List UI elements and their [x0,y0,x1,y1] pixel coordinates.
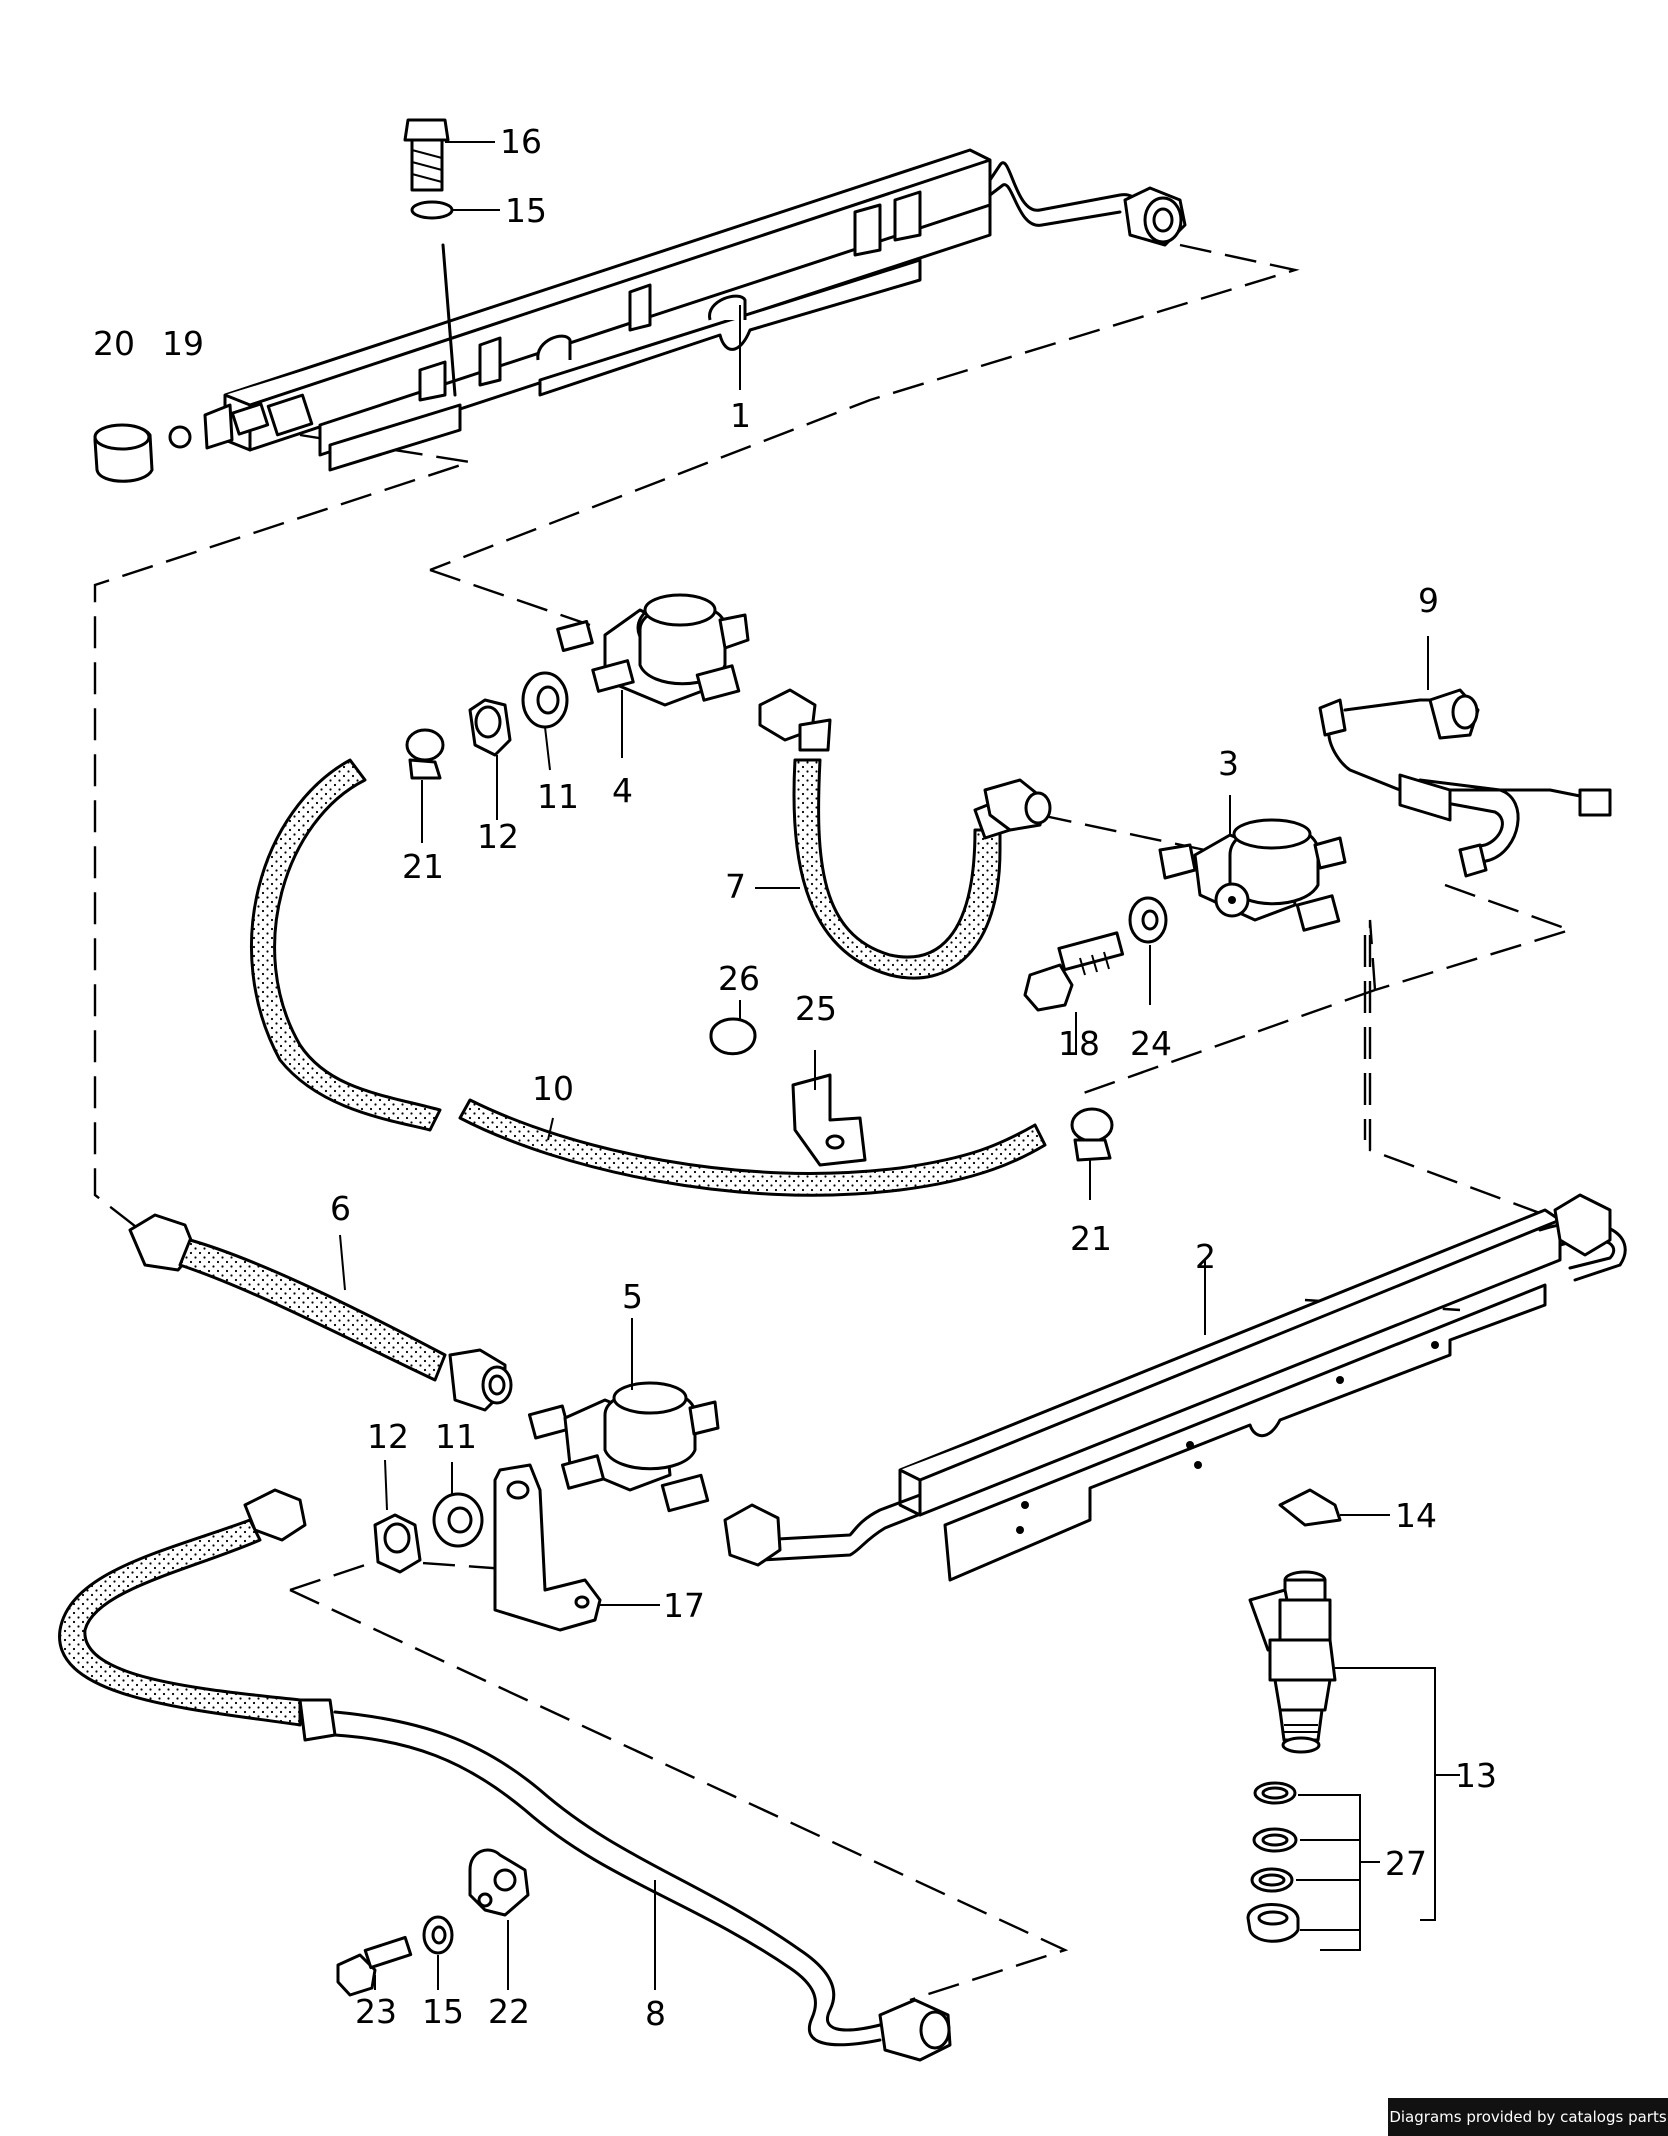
label-13: 13 [1455,1756,1497,1795]
fuel-hose-10-lower [458,1098,1047,1197]
label-9: 9 [1418,581,1439,620]
label-12-upper: 12 [477,817,519,856]
label-11-lower: 11 [435,1417,477,1456]
fuel-line-8 [58,1488,952,2062]
label-5: 5 [622,1277,643,1316]
label-22: 22 [488,1992,530,2031]
fuel-injector-13 [1248,1570,1337,1754]
seal-rings-27 [1246,1781,1300,1943]
label-18: 18 [1058,1024,1100,1063]
diagram-credit: Diagrams provided by catalogs parts [1388,2098,1668,2136]
bolt-18 [1023,931,1125,1012]
bolt-16 [403,118,450,192]
label-24: 24 [1130,1024,1172,1063]
pressure-regulator-4 [556,593,750,707]
label-20: 20 [93,324,135,363]
washer-11-lower [432,1492,484,1548]
dashed-assembly-lines [93,243,1574,2002]
label-11-upper: 11 [537,777,579,816]
label-26: 26 [718,959,760,998]
bracket-17 [493,1463,602,1632]
label-14: 14 [1395,1496,1437,1535]
label-12-lower: 12 [367,1417,409,1456]
washer-15-bottom [422,1915,454,1955]
fuel-hose-7 [758,688,1052,980]
fuel-rail-lower [723,1193,1627,1582]
pressure-regulator-3 [1158,818,1347,932]
label-10: 10 [532,1069,574,1108]
label-6: 6 [330,1189,351,1228]
leader-lines [339,141,1460,1990]
hose-clamp-21-lower [1070,1107,1114,1162]
label-8: 8 [645,1994,666,2033]
washer-24 [1128,896,1168,944]
nut-12-upper [468,698,512,757]
hose-clamp-26 [709,1017,757,1056]
label-17: 17 [663,1586,705,1625]
seal-ring-19 [168,425,192,449]
pressure-regulator-5 [527,1381,720,1513]
label-3: 3 [1218,744,1239,783]
washer-11-upper [521,671,569,729]
label-4: 4 [612,771,633,810]
callout-labels: 16 15 20 19 1 9 21 12 11 4 3 7 26 25 18 … [93,122,1497,2033]
fuel-hose-10-upper [250,758,442,1132]
label-27: 27 [1385,1844,1427,1883]
cap-nut-20 [93,423,154,483]
washer-15-top [410,200,454,220]
label-21-lower: 21 [1070,1219,1112,1258]
label-21-upper: 21 [402,847,444,886]
bracket-25 [791,1073,867,1167]
hose-clamp-21-upper [405,728,445,780]
tube-9 [1318,688,1612,878]
label-25: 25 [795,989,837,1028]
label-2: 2 [1195,1237,1216,1276]
clip-14 [1278,1488,1342,1527]
label-15-top: 15 [505,191,547,230]
label-15-bottom: 15 [422,1992,464,2031]
bolt-23 [336,1935,413,1997]
nut-12-lower [373,1513,422,1574]
fuel-hose-6 [128,1213,513,1412]
label-23: 23 [355,1992,397,2031]
label-16: 16 [500,122,542,161]
label-7: 7 [725,867,746,906]
clamp-22 [468,1848,530,1917]
fuel-rail-upper [203,148,1187,472]
label-19: 19 [162,324,204,363]
label-1: 1 [730,396,751,435]
